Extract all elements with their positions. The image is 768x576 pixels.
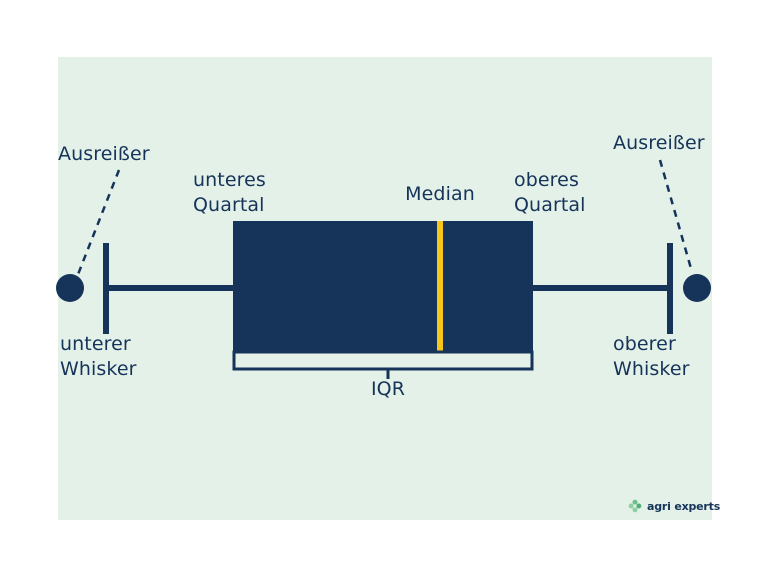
- label-upper-quartile: oberes Quartal: [514, 169, 586, 216]
- median-line: [437, 221, 443, 351]
- label-lower-whisker: unterer Whisker: [60, 333, 137, 380]
- lower-outlier-leader-line: [75, 169, 121, 278]
- clover-icon: [628, 499, 642, 513]
- iqr-box: [233, 221, 533, 351]
- label-upper-whisker: oberer Whisker: [613, 333, 690, 380]
- label-median: Median: [405, 183, 475, 205]
- label-outlier-right: Ausreißer: [613, 132, 705, 154]
- label-iqr: IQR: [370, 378, 406, 400]
- brand-logo-text: agri experts: [647, 499, 721, 513]
- upper-outlier-point: [683, 274, 711, 302]
- label-outlier-left: Ausreißer: [58, 143, 150, 165]
- iqr-bracket: [232, 350, 534, 371]
- brand-logo: agri experts: [628, 498, 720, 514]
- upper-outlier-leader-line: [658, 159, 694, 273]
- label-lower-quartile: unteres Quartal: [193, 169, 266, 216]
- lower-outlier-point: [56, 274, 84, 302]
